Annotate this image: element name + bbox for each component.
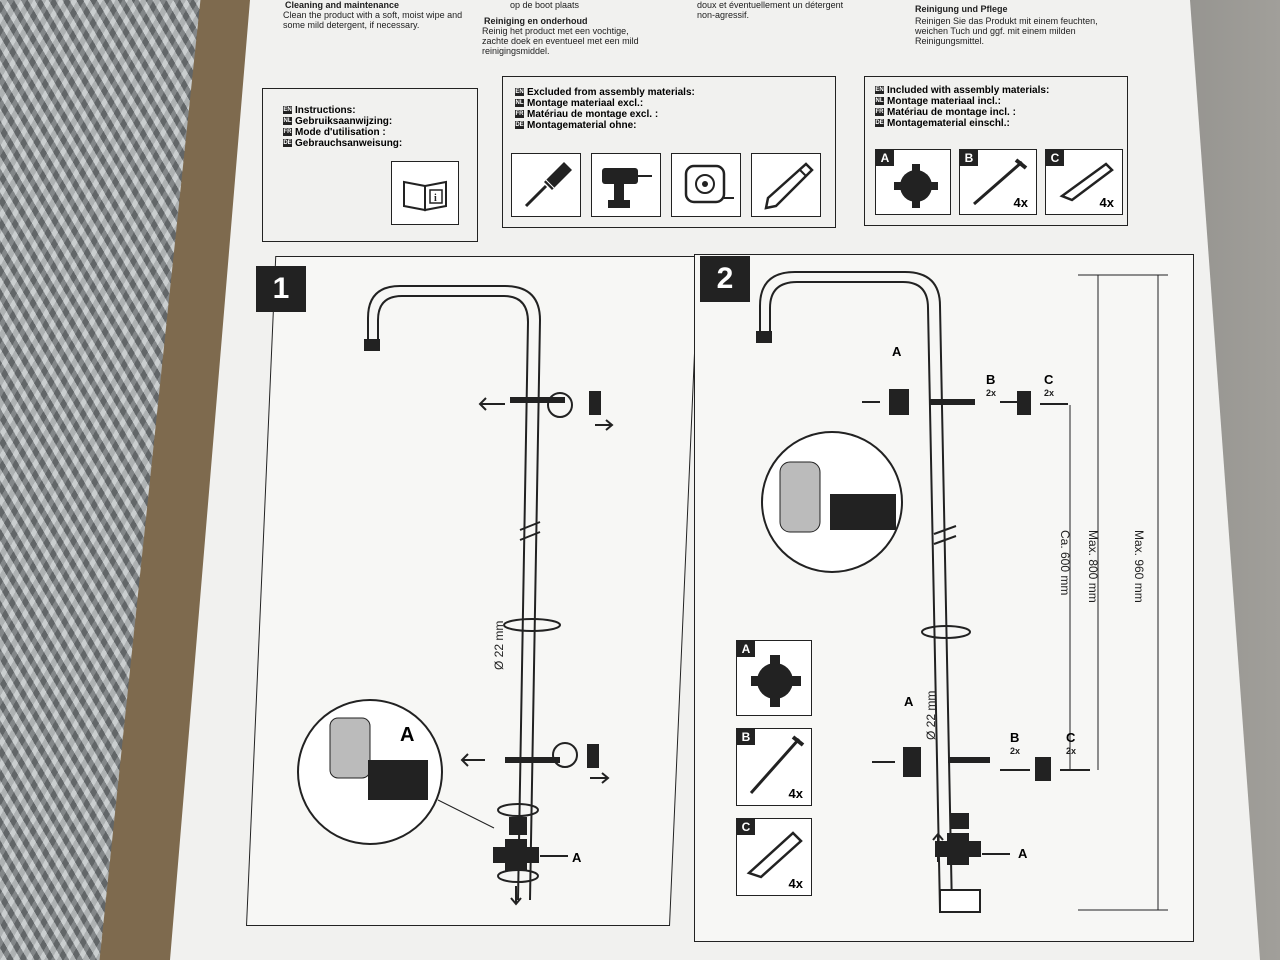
part-b-tag: B [960,150,978,166]
step-1-zoom-label: A [400,724,415,746]
step-2-label-a-bottom: A [904,694,914,709]
flag-nl: NL [283,117,292,126]
step-1-label-a: A [572,850,582,865]
flag-de: DE [875,119,884,128]
step-2-label-a-top: A [892,344,902,359]
flag-en: EN [875,86,884,95]
step-2-diameter: Ø 22 mm [924,690,938,740]
en-cleaning-body-2: some mild detergent, if necessary. [283,20,420,30]
flag-fr: FR [283,128,292,137]
part-a-tag: A [876,150,894,166]
nl-cleaning-title: Reiniging en onderhoud [484,16,588,26]
en-cleaning-title: Cleaning and maintenance [285,0,400,10]
step-2-part-b-tag: B [737,729,755,745]
excluded-de: Montagematerial ohne: [527,120,637,131]
de-cleaning-title: Reinigung und Pflege [915,4,1008,14]
flag-fr: FR [515,110,524,119]
step-2-dim-mid: Max. 800 mm [1086,530,1100,603]
screwdriver-icon [511,153,581,217]
part-c-qty: 4x [1099,195,1114,210]
step-2-qty-b-bottom: 2x [1010,746,1021,756]
flag-en: EN [283,106,292,115]
step-2-qty-c-top: 2x [1044,388,1055,398]
step-2-qty-c-bottom: 2x [1066,746,1077,756]
step-2-part-c-tag: C [737,819,755,835]
de-cleaning-body-2: weichen Tuch und ggf. mit einem milden [915,26,1076,36]
pencil-icon [751,153,821,217]
step-2-dim-max: Max. 960 mm [1132,530,1146,603]
included-fr: Matériau de montage incl. : [887,107,1016,118]
part-b-qty: 4x [1013,195,1028,210]
nl-cleaning-body-1: Reinig het product met een vochtige, [482,26,629,36]
instructions-de: Gebrauchsanweisung: [295,138,403,149]
drill-icon [591,153,661,217]
step-2-qty-b-top: 2x [986,388,997,398]
included-part-b: B 4x [959,149,1037,215]
step-2-number: 2 [700,256,750,302]
step-2-part-a: A [736,640,812,716]
step-2-part-b-qty: 4x [788,786,803,801]
en-cleaning-body-1: Clean the product with a soft, moist wip… [283,10,463,20]
step-2-part-c: C 4x [736,818,812,896]
excluded-nl: Montage materiaal excl.: [527,98,644,109]
step-2-part-b: B 4x [736,728,812,806]
nl-cleaning-body-3: reinigingsmiddel. [482,46,550,56]
instructions-nl: Gebruiksaanwijzing: [295,116,393,127]
step-2-label-b-bottom: B [1010,730,1020,745]
included-en: Included with assembly materials: [887,85,1050,96]
instructions-fr: Mode d'utilisation : [295,127,386,138]
flag-de: DE [283,139,292,148]
included-de: Montagematerial einschl.: [887,118,1010,129]
flag-fr: FR [875,108,884,117]
flag-en: EN [515,88,524,97]
flag-nl: NL [875,97,884,106]
flag-nl: NL [515,99,524,108]
nl-cleaning-body-2: zachte doek en eventueel met een mild [482,36,639,46]
step-2-label-c-top: C [1044,372,1054,387]
svg-text:i: i [434,193,437,204]
de-cleaning-body-1: Reinigen Sie das Produkt mit einem feuch… [915,16,1098,26]
tape-measure-icon [671,153,741,217]
step-2-part-a-tag: A [737,641,755,657]
flag-de: DE [515,121,524,130]
nl-prev-text: op de boot plaats [510,0,580,10]
step-1-number: 1 [256,266,306,312]
step-2-label-a-base: A [1018,846,1028,861]
included-nl: Montage materiaal incl.: [887,96,1001,107]
step-2-dim-min: Ca. 600 mm [1058,530,1072,596]
de-cleaning-body-3: Reinigungsmittel. [915,36,985,46]
excluded-fr: Matériau de montage excl. : [527,109,659,120]
manual-book-icon: i [391,161,459,225]
step-2-label-c-bottom: C [1066,730,1076,745]
part-c-tag: C [1046,150,1064,166]
fr-cleaning-body-2: non-agressif. [697,10,750,20]
included-part-c: C 4x [1045,149,1123,215]
fr-cleaning-body-1: doux et éventuellement un détergent [697,0,844,10]
instructions-en: Instructions: [295,105,356,116]
step-2-part-c-qty: 4x [788,876,803,891]
step-2-label-b-top: B [986,372,996,387]
excluded-en: Excluded from assembly materials: [527,87,695,98]
included-part-a: A [875,149,951,215]
